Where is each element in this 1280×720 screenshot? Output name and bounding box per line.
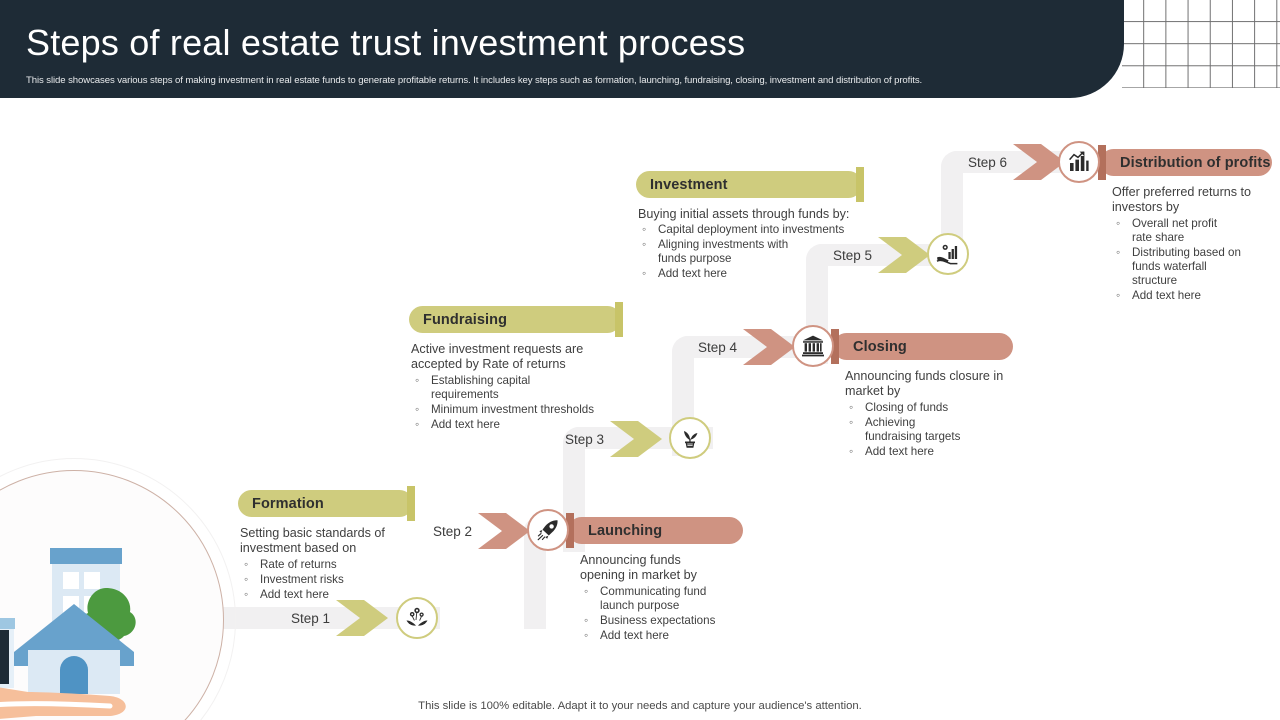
step-icon-6[interactable] <box>1058 141 1100 183</box>
chevron-arrow-3 <box>610 421 662 457</box>
step-card-4-lead: Announcing funds closure in market by <box>845 369 1004 399</box>
list-item: Add text here <box>411 417 621 432</box>
step-icon-4[interactable] <box>792 325 834 367</box>
step-card-5-bullets: Capital deployment into investments Alig… <box>638 222 862 281</box>
step-card-2-bullets: Communicating fund launch purpose Busine… <box>580 584 743 643</box>
step-card-6-tab <box>1098 145 1106 180</box>
step-card-3-body: Active investment requests are accepted … <box>411 342 621 432</box>
step-card-3-bullets: Establishing capital requirements Minimu… <box>411 373 621 432</box>
step-card-4: Closing Announcing funds closure in mark… <box>831 329 1013 459</box>
list-item: Capital deployment into investments <box>638 222 862 237</box>
list-item: Distributing based on funds waterfall st… <box>1112 245 1242 288</box>
hand-bar-chart-icon <box>936 244 958 265</box>
step-card-3-header: Fundraising <box>409 302 623 337</box>
step-card-4-title: Closing <box>853 338 907 355</box>
step-card-2-pill <box>568 517 743 544</box>
step-card-1-bullets: Rate of returns Investment risks Add tex… <box>240 557 413 602</box>
plant-growth-icon <box>684 431 698 448</box>
chevron-arrow-1 <box>336 600 388 636</box>
bar-chart-arrow-icon <box>1069 151 1089 171</box>
step-card-3-lead: Active investment requests are accepted … <box>411 342 584 372</box>
header-grid-decoration <box>1122 0 1280 88</box>
step-card-5-header: Investment <box>636 167 864 202</box>
step-card-2: Launching Announcing funds opening in ma… <box>566 513 743 643</box>
step-card-2-tab <box>566 513 574 548</box>
step-card-6-body: Offer preferred returns to investors by … <box>1112 185 1272 303</box>
step-card-5-pill <box>636 171 862 198</box>
step-card-2-title: Launching <box>588 522 663 539</box>
step-label-5: Step 5 <box>832 247 872 263</box>
list-item: Add text here <box>845 444 1013 459</box>
step-card-5-lead: Buying initial assets through funds by: <box>638 207 850 221</box>
chevron-arrow-4 <box>743 329 795 365</box>
step-label-2: Step 2 <box>432 523 472 539</box>
step-card-3-pill <box>409 306 621 333</box>
step-card-6-header: Distribution of profits <box>1098 145 1272 180</box>
step-card-2-body: Announcing funds opening in market by Co… <box>580 553 743 643</box>
step-label-1: Step 1 <box>290 610 330 626</box>
step-card-6: Distribution of profits Offer preferred … <box>1098 145 1272 303</box>
chevron-arrow-2 <box>478 513 530 549</box>
step-icon-3[interactable] <box>669 417 711 459</box>
step-label-4: Step 4 <box>697 339 737 355</box>
step-card-1-tab <box>407 486 415 521</box>
step-card-4-header: Closing <box>831 329 1013 364</box>
step-card-1-body: Setting basic standards of investment ba… <box>240 526 413 602</box>
left-accent-tab <box>0 630 9 684</box>
step-card-4-bullets: Closing of funds Achieving fundraising t… <box>845 400 1013 459</box>
step-card-2-header: Launching <box>566 513 743 548</box>
chevron-arrow-5 <box>878 237 930 273</box>
step-card-1-title: Formation <box>252 495 324 512</box>
list-item: Achieving fundraising targets <box>845 415 975 444</box>
list-item: Add text here <box>1112 288 1272 303</box>
step-card-6-pill <box>1100 149 1272 176</box>
step-label-6: Step 6 <box>967 154 1007 170</box>
step-card-5-title: Investment <box>650 176 728 193</box>
header-banner <box>0 0 1124 98</box>
list-item: Establishing capital requirements <box>411 373 551 402</box>
list-item: Add text here <box>240 587 413 602</box>
step-card-3: Fundraising Active investment requests a… <box>409 302 623 432</box>
step-card-3-title: Fundraising <box>423 311 508 328</box>
list-item: Add text here <box>638 266 862 281</box>
bank-building-icon <box>802 335 824 357</box>
chevron-arrow-6 <box>1013 144 1065 180</box>
step-card-6-lead: Offer preferred returns to investors by <box>1112 185 1252 215</box>
page-subtitle: This slide showcases various steps of ma… <box>26 75 923 86</box>
illustration-art <box>0 548 136 719</box>
list-item: Aligning investments with funds purpose <box>638 237 798 266</box>
hands-holding-flowers-icon <box>406 607 428 626</box>
step-card-5-tab <box>856 167 864 202</box>
list-item: Communicating fund launch purpose <box>580 584 743 613</box>
list-item: Add text here <box>580 628 743 643</box>
step-label-3: Step 3 <box>564 431 604 447</box>
step-card-1-lead: Setting basic standards of investment ba… <box>240 526 385 556</box>
step-card-6-bullets: Overall net profit rate share Distributi… <box>1112 216 1272 303</box>
step-card-6-title: Distribution of profits <box>1120 154 1271 171</box>
step-card-1: Formation Setting basic standards of inv… <box>238 486 415 602</box>
step-card-2-lead: Announcing funds opening in market by <box>580 553 697 583</box>
step-card-4-body: Announcing funds closure in market by Cl… <box>845 369 1013 459</box>
hand-holding-house-and-buildings-illustration <box>0 458 236 720</box>
step-card-5: Investment Buying initial assets through… <box>636 167 864 281</box>
list-item: Business expectations <box>580 613 743 628</box>
list-item: Investment risks <box>240 572 413 587</box>
step-card-4-pill <box>833 333 1013 360</box>
step-card-1-pill <box>238 490 413 517</box>
list-item: Overall net profit rate share <box>1112 216 1232 245</box>
list-item: Rate of returns <box>240 557 413 572</box>
list-item: Closing of funds <box>845 400 1013 415</box>
step-card-1-header: Formation <box>238 486 415 521</box>
list-item: Minimum investment thresholds <box>411 402 621 417</box>
step-icon-5[interactable] <box>927 233 969 275</box>
step-icon-2[interactable] <box>527 509 569 551</box>
page-title: Steps of real estate trust investment pr… <box>26 22 746 63</box>
step-icon-1[interactable] <box>396 597 438 639</box>
footer-note: This slide is 100% editable. Adapt it to… <box>418 700 862 712</box>
step-card-3-tab <box>615 302 623 337</box>
step-card-5-body: Buying initial assets through funds by: … <box>638 207 862 281</box>
rocket-icon <box>537 520 558 541</box>
step-card-4-tab <box>831 329 839 364</box>
